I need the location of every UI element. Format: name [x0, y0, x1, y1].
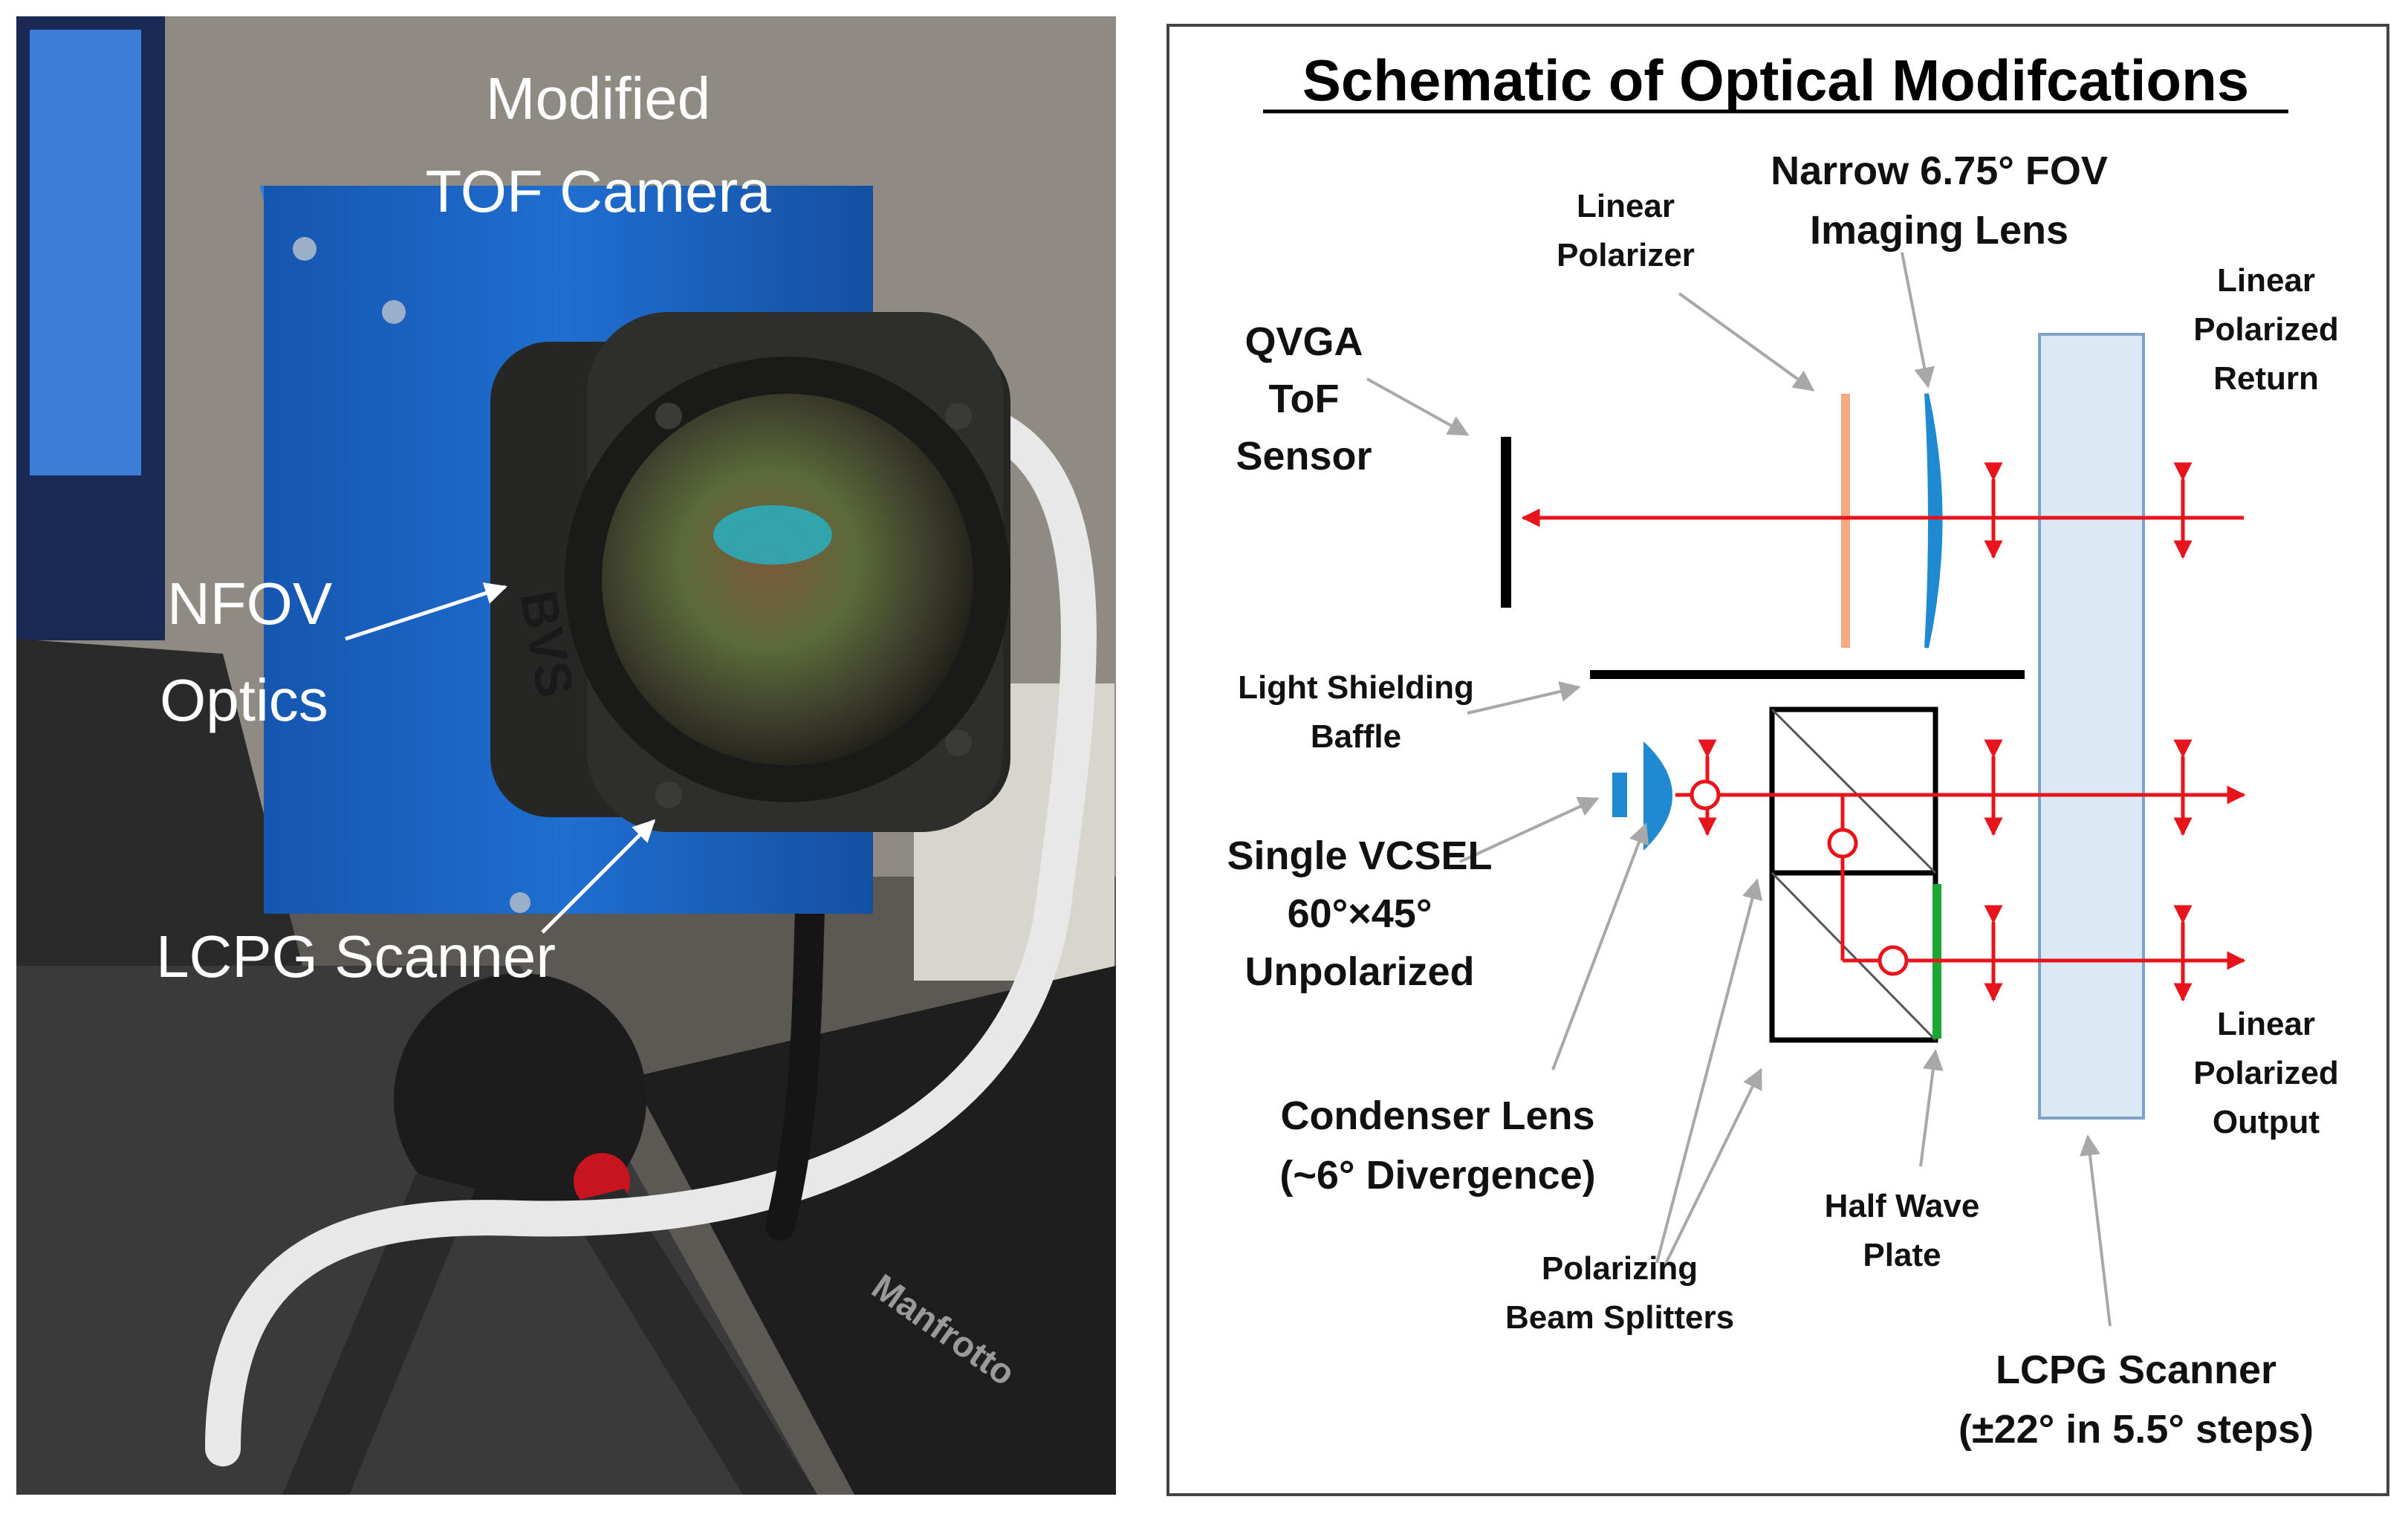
- label-pbs-line1: Polarizing: [1542, 1250, 1698, 1287]
- label-output-line3: Output: [2213, 1104, 2320, 1140]
- polarization-circle: [1827, 828, 1858, 859]
- label-return-line2: Polarized: [2193, 311, 2339, 348]
- white-cable: [205, 398, 1097, 1466]
- label-vcsel-line3: Unpolarized: [1244, 949, 1474, 994]
- photo-label-nfov-line2: Optics: [160, 667, 328, 733]
- label-imaging-lens-line1: Narrow 6.75° FOV: [1771, 149, 2108, 193]
- light-shielding-baffle: [1590, 670, 2025, 679]
- label-lcpg-line2: (±22° in 5.5° steps): [1958, 1407, 2314, 1452]
- photo-label-nfov-line1: NFOV: [167, 571, 333, 637]
- beam-splitter-lower-diagonal: [1771, 871, 1937, 1042]
- optics-screw: [945, 403, 972, 429]
- box-screw: [293, 237, 317, 261]
- schematic-panel: Schematic of Optical Modifcations: [1166, 24, 2389, 1496]
- pointer-polarizer: [1678, 292, 1815, 392]
- optics-lens-reflection: [713, 505, 832, 565]
- pointer-baffle: [1467, 681, 1581, 715]
- manfrotto-case: [632, 966, 1116, 1495]
- condenser-lens: [1643, 741, 1672, 851]
- label-qvga-line3: Sensor: [1236, 434, 1372, 478]
- label-qvga-line2: ToF: [1269, 377, 1340, 421]
- photo-panel: Manfrotto BVS Modified TOF Camera NFOV O…: [16, 16, 1116, 1495]
- linear-polarizer: [1841, 394, 1850, 648]
- laptop-screen-display: [30, 30, 141, 475]
- nfov-pointer-arrow: [345, 582, 507, 641]
- label-polarizer-line1: Linear: [1577, 188, 1675, 224]
- label-return-line3: Return: [2213, 360, 2319, 397]
- label-hwp-line2: Plate: [1863, 1237, 1941, 1273]
- laptop-keyboard: [16, 639, 312, 1003]
- photo-label-scanner: LCPG Scanner: [156, 923, 556, 990]
- single-vcsel: [1612, 773, 1627, 817]
- lcpg-scanner-element: [2038, 333, 2145, 1120]
- label-baffle-line1: Light Shielding: [1238, 669, 1474, 706]
- polarization-circle: [1878, 945, 1909, 976]
- imaging-lens: [1924, 393, 1943, 649]
- photo-label-camera-line2: TOF Camera: [425, 158, 771, 224]
- label-imaging-lens-line2: Imaging Lens: [1810, 208, 2068, 253]
- label-vcsel-line2: 60°×45°: [1288, 891, 1432, 936]
- pointer-arrows: [1366, 252, 2112, 1327]
- pointer-hwp: [1919, 1049, 1944, 1167]
- pointer-vcsel: [1459, 796, 1600, 863]
- optics-screw: [945, 730, 972, 756]
- pointer-pbs-upper: [1655, 878, 1763, 1264]
- label-pbs-line2: Beam Splitters: [1505, 1299, 1734, 1336]
- qvga-tof-sensor: [1501, 437, 1511, 608]
- label-baffle-line2: Baffle: [1311, 718, 1401, 755]
- scanner-pointer-arrow: [541, 819, 656, 934]
- label-hwp-line1: Half Wave: [1825, 1188, 1980, 1224]
- tripod-leg-left: [282, 1174, 476, 1495]
- beam-splitter-upper-diagonal: [1771, 708, 1937, 874]
- label-lcpg-line1: LCPG Scanner: [1996, 1348, 2276, 1392]
- label-output-line1: Linear: [2217, 1006, 2315, 1042]
- label-output-line2: Polarized: [2193, 1055, 2339, 1091]
- pointer-pbs-lower: [1663, 1068, 1762, 1267]
- label-return-line1: Linear: [2217, 262, 2315, 299]
- label-vcsel-line1: Single VCSEL: [1227, 834, 1492, 878]
- optics-screw: [655, 403, 682, 429]
- schematic-frame: [1166, 24, 2389, 1496]
- polarization-circle: [1690, 779, 1721, 810]
- schematic-title: Schematic of Optical Modifcations: [1302, 48, 2249, 113]
- label-condenser-line2: (~6° Divergence): [1279, 1153, 1595, 1198]
- pointer-qvga: [1366, 377, 1470, 436]
- optics-lens-glass: [602, 394, 973, 765]
- box-screw: [510, 892, 530, 913]
- pointer-lcpg: [2080, 1134, 2112, 1327]
- pointer-condenser: [1551, 822, 1649, 1070]
- pointer-imaging-lens: [1901, 252, 1935, 389]
- label-condenser-line1: Condenser Lens: [1280, 1094, 1594, 1138]
- label-polarizer-line2: Polarizer: [1557, 237, 1695, 273]
- polarization-markers: [1690, 462, 2193, 1002]
- label-qvga-line1: QVGA: [1244, 319, 1363, 364]
- tripod-leg-right: [565, 1189, 817, 1495]
- photo-label-camera-line1: Modified: [486, 65, 710, 131]
- optics-screw: [655, 782, 682, 808]
- box-screw: [382, 300, 406, 324]
